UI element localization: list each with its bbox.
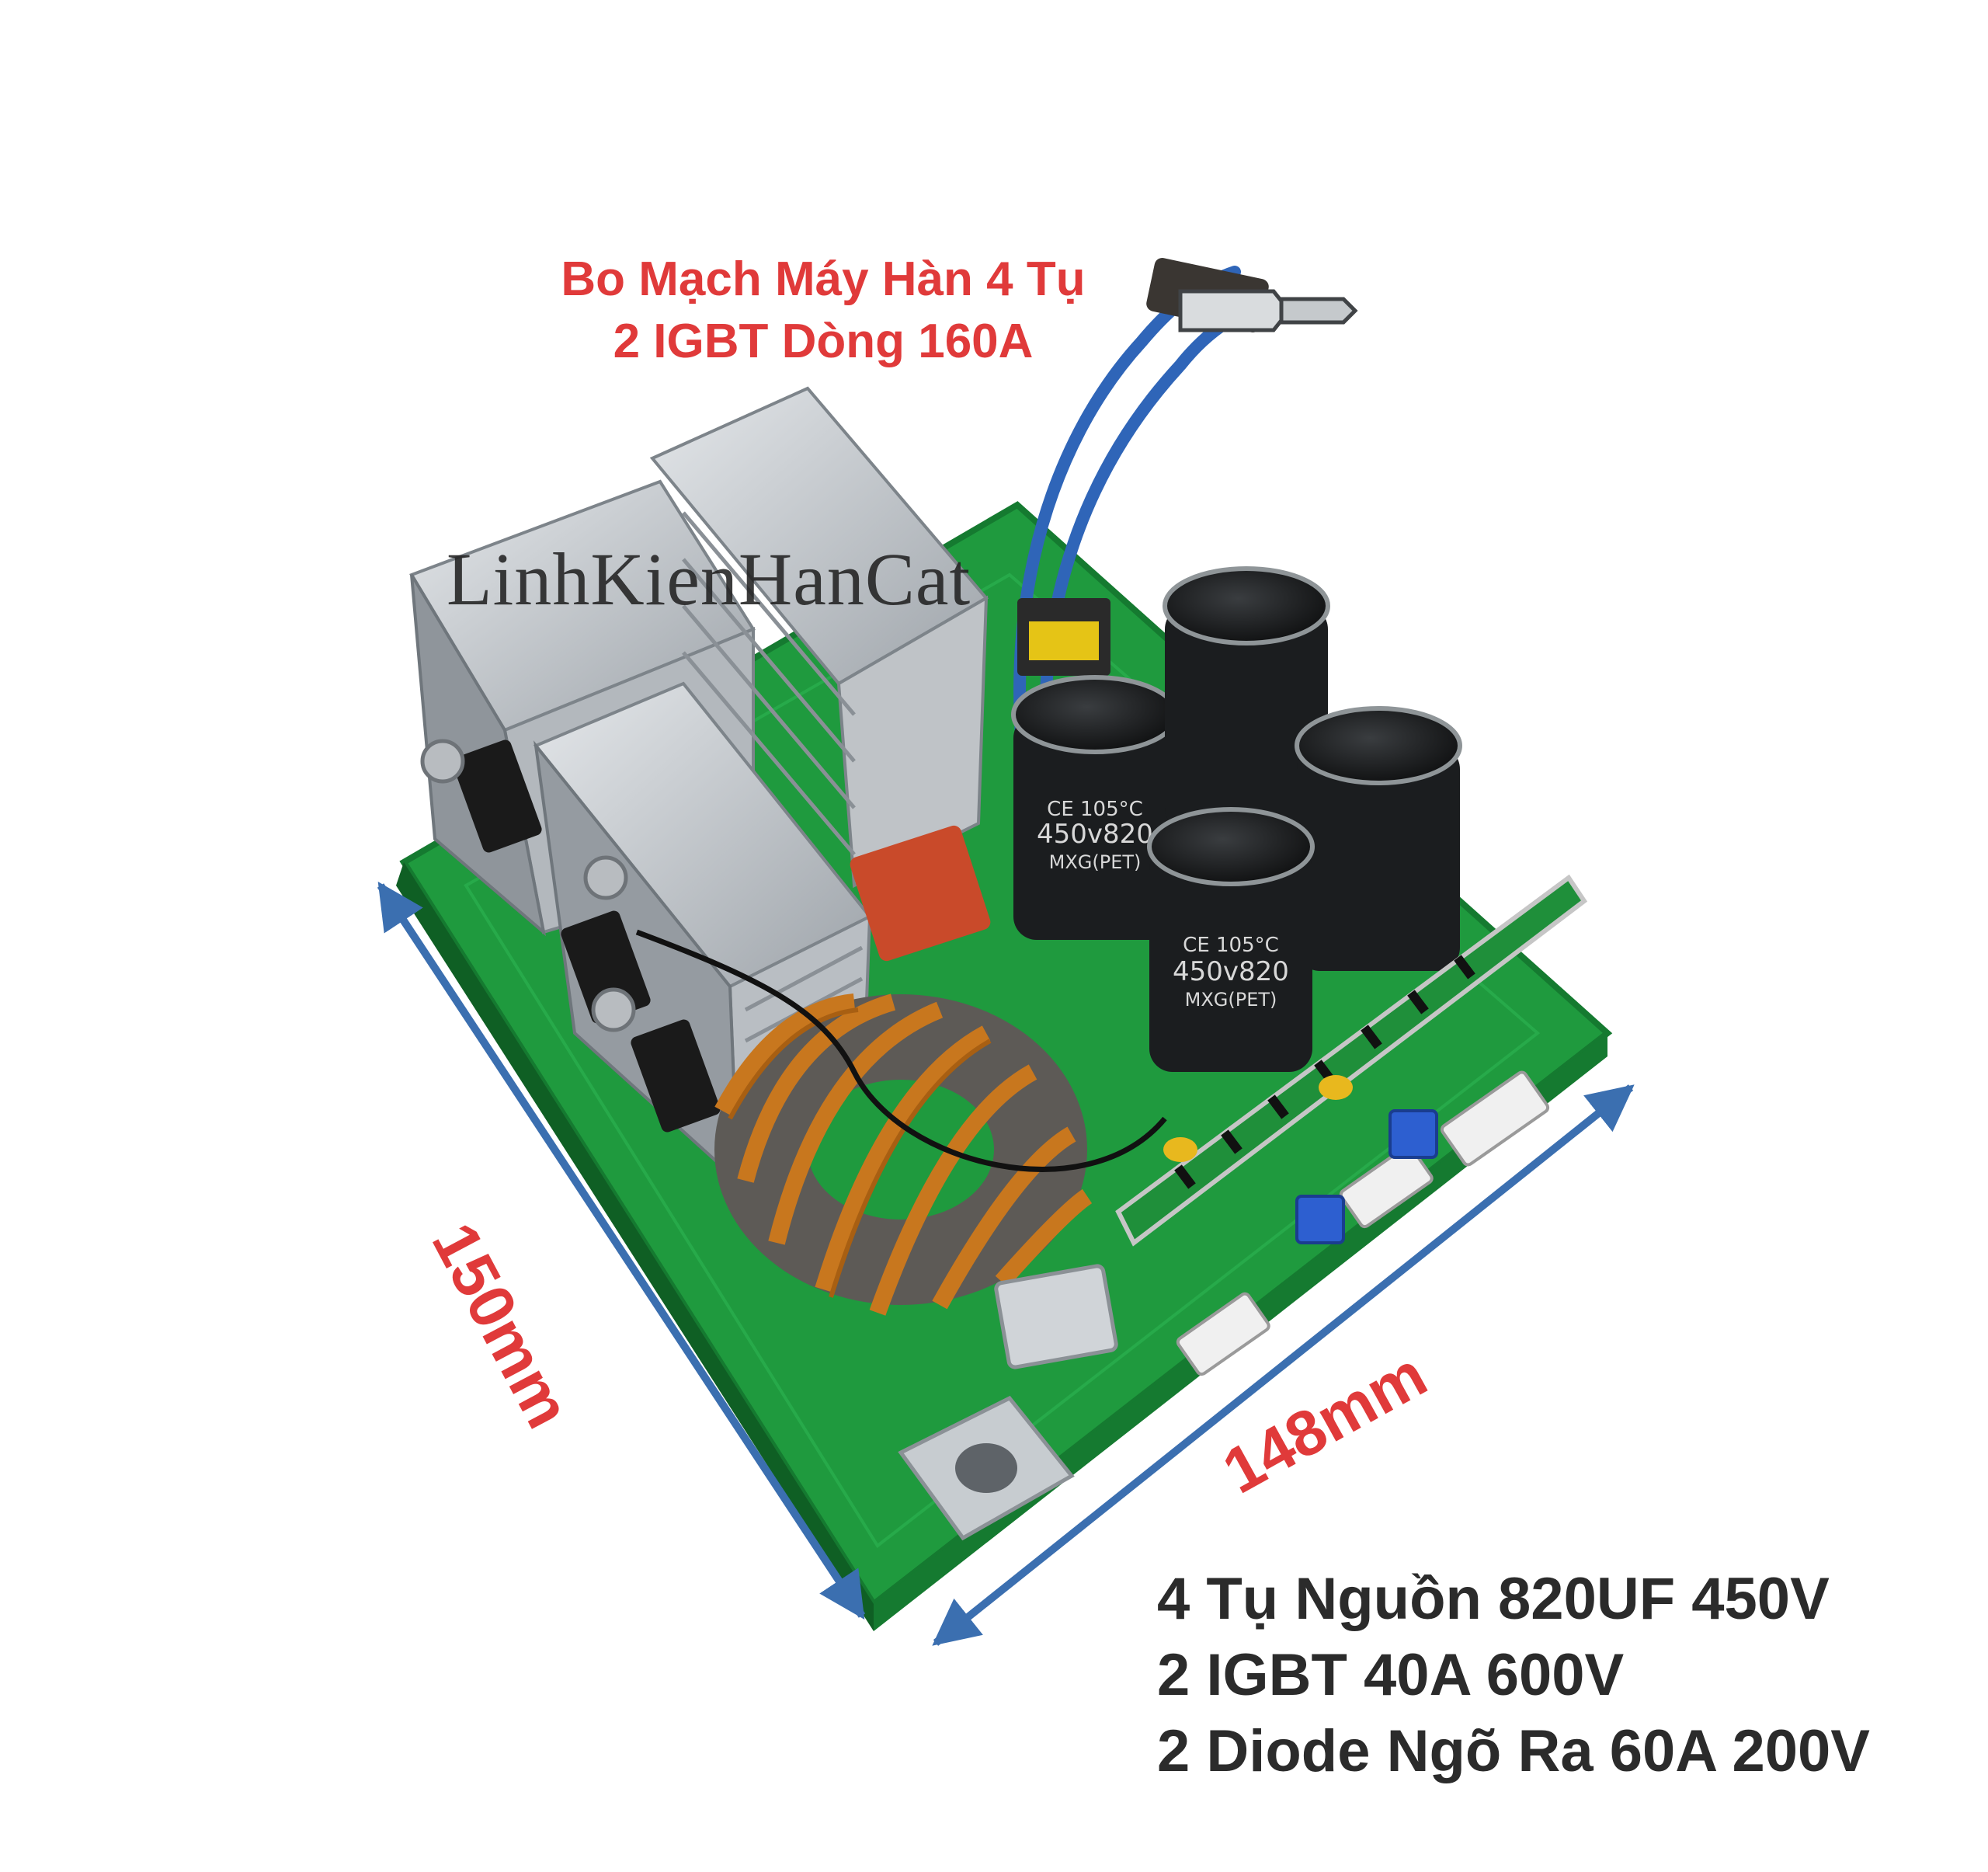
film-capacitor <box>850 825 991 962</box>
title-line-1: Bo Mạch Máy Hàn 4 Tụ <box>561 252 1086 306</box>
dimension-arrow-bottom <box>932 1084 1635 1646</box>
dimension-arrow-left <box>377 881 866 1620</box>
product-title: Bo Mạch Máy Hàn 4 Tụ 2 IGBT Dòng 160A <box>435 249 1211 373</box>
cap-marking-series: MXG(PET) <box>1049 851 1142 873</box>
heatsink-center <box>649 386 989 889</box>
spec-line-igbt: 2 IGBT 40A 600V <box>1157 1642 1625 1708</box>
cap-marking-series-2: MXG(PET) <box>1185 989 1277 1011</box>
spec-line-capacitors: 4 Tụ Nguồn 820UF 450V <box>1157 1566 1830 1632</box>
capacitor-1: CE 105°C 450v820 MXG(PET) <box>1011 675 1179 940</box>
spec-list: 4 Tụ Nguồn 820UF 450V 2 IGBT 40A 600V 2 … <box>1157 1561 1972 1790</box>
aux-transformer <box>1017 598 1110 676</box>
cap-marking-rating: 450v820 <box>1037 819 1153 850</box>
title-line-2: 2 IGBT Dòng 160A <box>613 315 1034 368</box>
spec-line-diode: 2 Diode Ngõ Ra 60A 200V <box>1157 1718 1870 1784</box>
cap-marking-temp-2: CE 105°C <box>1183 934 1279 957</box>
capacitor-3 <box>1295 706 1462 971</box>
watermark: LinhKienHanCat <box>447 538 971 621</box>
capacitor-bank: CE 105°C 450v820 MXG(PET) CE 105°C 450v8… <box>1011 566 1462 1072</box>
capacitor-4: CE 105°C 450v820 MXG(PET) <box>1147 807 1315 1072</box>
capacitor-2 <box>1163 566 1330 831</box>
cap-marking-rating-2: 450v820 <box>1173 956 1289 987</box>
cap-marking-temp: CE 105°C <box>1047 798 1143 821</box>
